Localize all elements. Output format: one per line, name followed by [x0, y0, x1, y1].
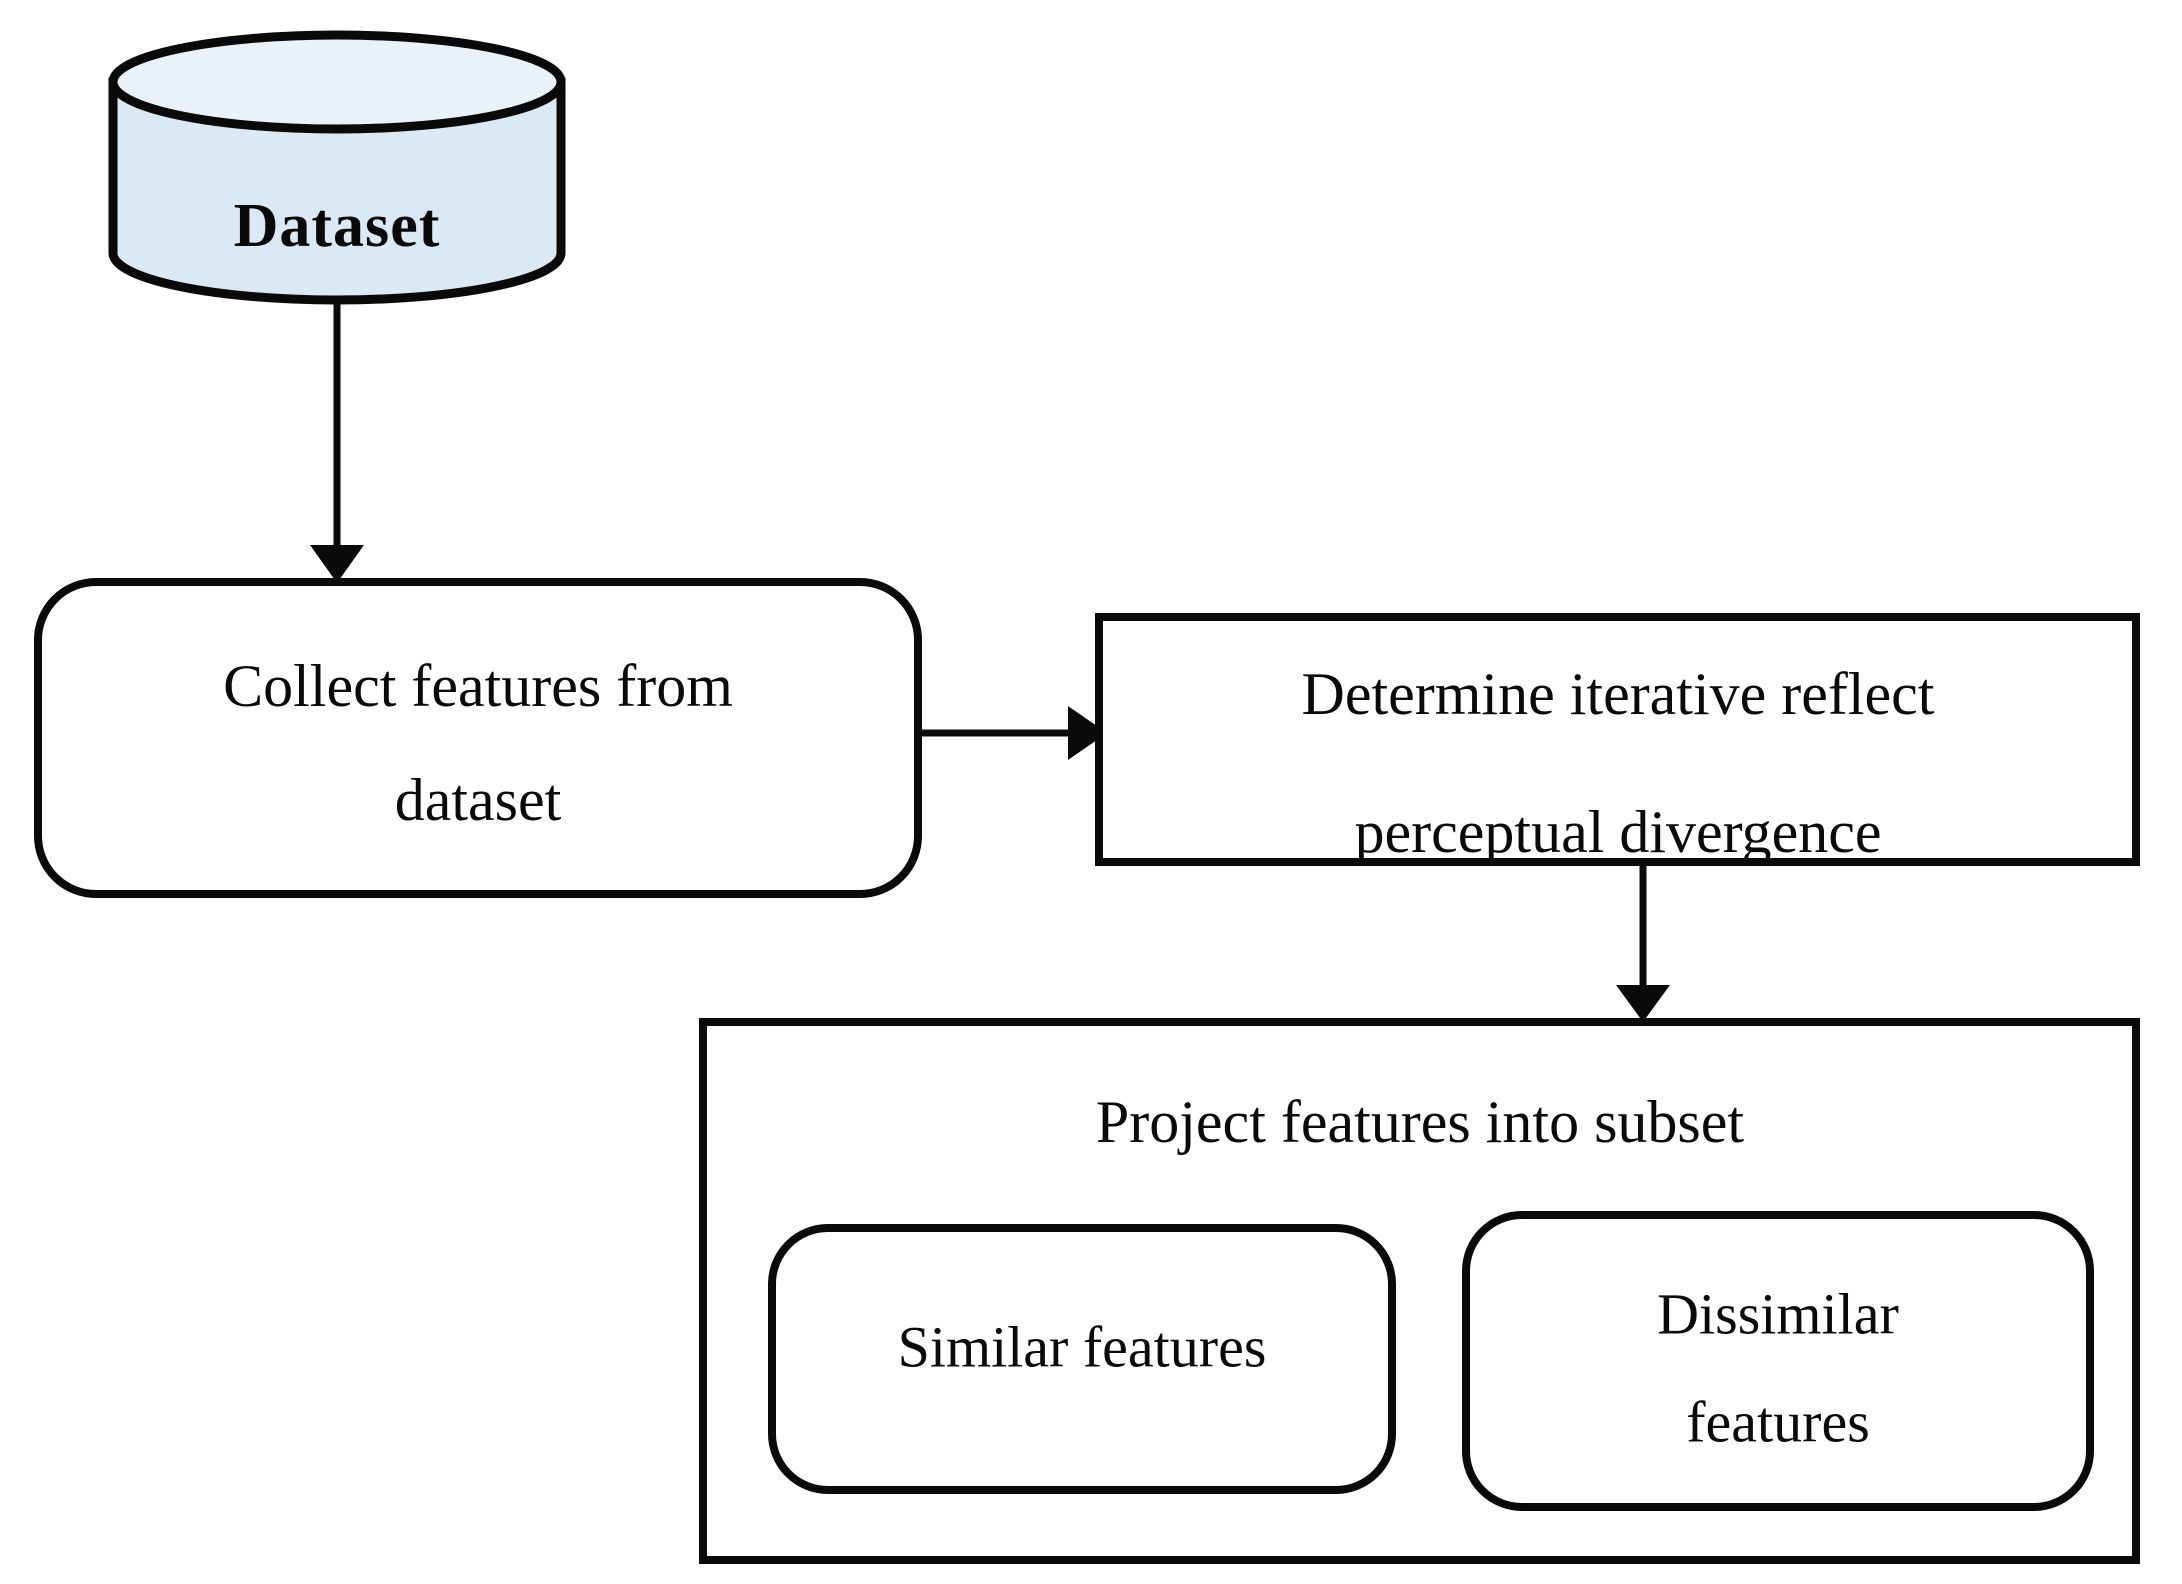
node-project-features-label: Project features into subset: [1096, 1089, 1744, 1155]
node-similar-features[interactable]: Similar features: [768, 1224, 1396, 1494]
node-collect-features-label-line2: dataset: [395, 767, 562, 833]
node-determine-divergence-label-line2: perceptual divergence: [1355, 799, 1882, 865]
edge-dataset-to-collect: [310, 300, 364, 583]
edge-determine-to-project: [1616, 862, 1670, 1022]
edge-collect-to-determine: [918, 706, 1107, 760]
node-collect-features-label-line1: Collect features from: [223, 653, 733, 719]
node-similar-features-shape: [768, 1224, 1396, 1494]
node-determine-divergence-label-line1: Determine iterative reflect: [1302, 661, 1935, 727]
node-determine-divergence-shape: [1095, 613, 2140, 866]
cylinder-top-ellipse: [108, 30, 566, 134]
node-collect-features-shape: [34, 578, 922, 898]
node-dataset[interactable]: Dataset: [108, 30, 566, 305]
node-dissimilar-features[interactable]: Dissimilar features: [1462, 1211, 2094, 1511]
edge-dataset-to-collect-arrowhead: [310, 545, 364, 583]
node-dissimilar-features-label-line2: features: [1686, 1389, 1870, 1454]
node-collect-features[interactable]: Collect features from dataset: [34, 578, 922, 898]
edge-collect-to-determine-arrowhead: [1068, 706, 1107, 760]
node-determine-divergence[interactable]: Determine iterative reflect perceptual d…: [1095, 613, 2140, 866]
node-dissimilar-features-label-line1: Dissimilar: [1657, 1281, 1899, 1346]
edge-determine-to-project-arrowhead: [1616, 985, 1670, 1022]
node-similar-features-label: Similar features: [898, 1314, 1267, 1379]
node-dataset-label: Dataset: [234, 192, 441, 260]
cylinder-body: [108, 77, 566, 305]
node-dissimilar-features-shape: [1462, 1211, 2094, 1511]
